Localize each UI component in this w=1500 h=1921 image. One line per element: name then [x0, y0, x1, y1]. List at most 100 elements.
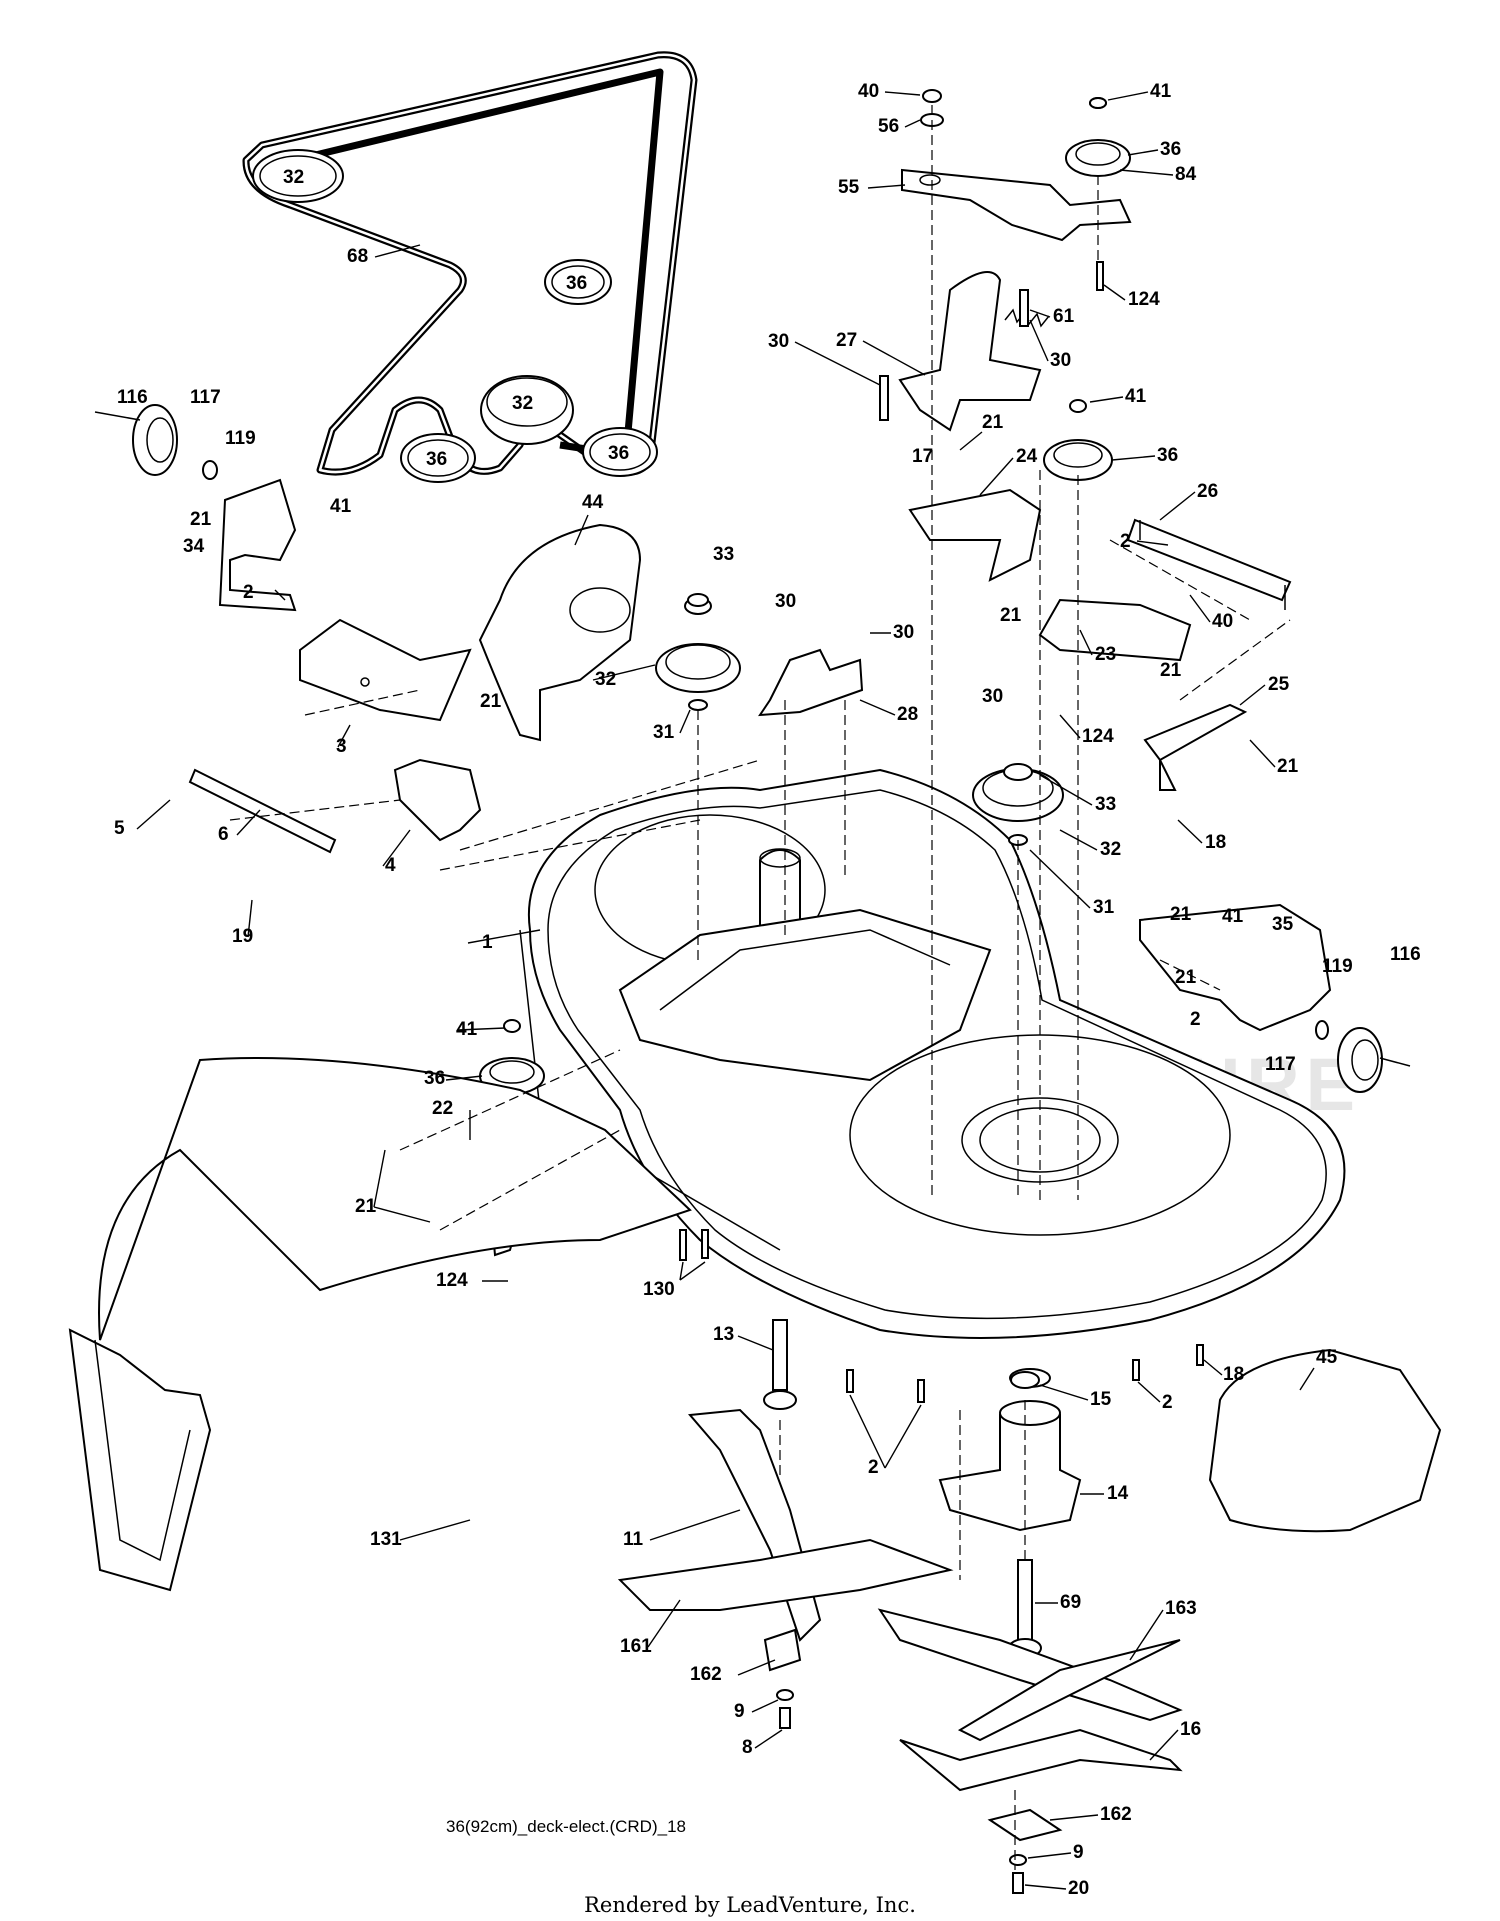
callout-9: 9: [734, 1701, 745, 1722]
belt-pulley-32-top: 32: [252, 149, 344, 203]
callout-15: 15: [1090, 1389, 1112, 1410]
callout-labels: 40 41 56 36 84 55 124 61 30 27 30 41 21 …: [114, 81, 1421, 1899]
callout-16: 16: [1180, 1719, 1201, 1740]
callout-21: 21: [1160, 660, 1182, 681]
callout-11: 11: [623, 1529, 644, 1550]
leader-lines: [136, 91, 1315, 1890]
callout-124: 124: [1128, 289, 1160, 310]
callout-68: 68: [347, 246, 368, 267]
belt-guard-44: [478, 523, 642, 742]
wheel-117-right: [1315, 1020, 1411, 1093]
pulley-36-upper: [1065, 97, 1131, 177]
callout-5: 5: [114, 818, 125, 839]
belt-pulley-label: 32: [283, 167, 304, 188]
callout-41: 41: [1125, 386, 1147, 407]
belt-pulley-label: 36: [608, 443, 629, 464]
callout-163: 163: [1165, 1598, 1197, 1619]
callout-34: 34: [183, 536, 205, 557]
belt-pulley-36-left: 36: [400, 433, 476, 483]
rod-6: [188, 768, 337, 854]
belt-pulley-label: 36: [426, 449, 447, 470]
mower-deck: [519, 768, 1346, 1339]
bolt-30-b: [1019, 289, 1029, 327]
callout-31: 31: [653, 722, 675, 743]
callout-22: 22: [432, 1098, 453, 1119]
blade-161: [617, 1538, 954, 1611]
render-credit: Rendered by LeadVenture, Inc.: [584, 1893, 916, 1917]
callout-18: 18: [1223, 1364, 1244, 1385]
washer-162-right: [987, 1808, 1063, 1842]
spindle-housing-14: [938, 1368, 1082, 1532]
callout-21: 21: [1170, 904, 1192, 925]
callout-61: 61: [1053, 306, 1075, 327]
washer-15: [1010, 1371, 1040, 1389]
bracket-3: [299, 618, 472, 722]
bolt-20: [1012, 1872, 1024, 1894]
arm-25: [1143, 703, 1248, 791]
callout-19: 19: [232, 926, 253, 947]
callout-45: 45: [1316, 1347, 1338, 1368]
callout-36: 36: [424, 1068, 445, 1089]
pulley-36-right: [1043, 399, 1113, 481]
callout-30: 30: [1050, 350, 1071, 371]
callout-31: 31: [1093, 897, 1115, 918]
callout-2: 2: [1190, 1009, 1201, 1030]
callout-116: 116: [117, 387, 148, 408]
bolt-8: [779, 1707, 791, 1729]
callout-2: 2: [243, 582, 254, 603]
callout-30: 30: [768, 331, 789, 352]
callout-40: 40: [1212, 611, 1233, 632]
callout-36: 36: [1157, 445, 1178, 466]
callout-33: 33: [713, 544, 734, 565]
callout-23: 23: [1095, 644, 1116, 665]
callout-2: 2: [1162, 1392, 1173, 1413]
belt-pulley-label: 36: [566, 273, 587, 294]
callout-3: 3: [336, 736, 347, 757]
idler-arm-55: [901, 168, 1132, 242]
callout-21: 21: [190, 509, 212, 530]
bolt-2-b: [917, 1379, 925, 1403]
callout-41: 41: [330, 496, 352, 517]
callout-20: 20: [1068, 1878, 1089, 1899]
blade-16: [899, 1728, 1183, 1792]
callout-124: 124: [1082, 726, 1114, 747]
callout-21: 21: [982, 412, 1004, 433]
callout-35: 35: [1272, 914, 1294, 935]
callout-2: 2: [1120, 531, 1131, 552]
bolt-30-a: [879, 375, 889, 421]
blade-163: [877, 1608, 1183, 1742]
wheel-117-left: [94, 404, 218, 480]
callout-28: 28: [897, 704, 918, 725]
callout-162: 162: [1100, 1804, 1132, 1825]
nut-41-top: [1089, 97, 1107, 109]
callout-55: 55: [838, 177, 860, 198]
callout-130: 130: [643, 1279, 675, 1300]
nut-40: [922, 89, 942, 103]
callout-2: 2: [868, 1457, 879, 1478]
callout-36: 36: [1160, 139, 1181, 160]
callout-21: 21: [1175, 967, 1197, 988]
callout-124: 124: [436, 1270, 468, 1291]
callout-18: 18: [1205, 832, 1226, 853]
callout-119: 119: [1322, 956, 1353, 977]
callout-117: 117: [1265, 1054, 1296, 1075]
drive-belt: [242, 51, 698, 476]
callout-41: 41: [1150, 81, 1172, 102]
callout-41: 41: [1222, 906, 1244, 927]
callout-40: 40: [858, 81, 879, 102]
callout-17: 17: [912, 446, 933, 467]
drawing-code: 36(92cm)_deck-elect.(CRD)_18: [446, 1817, 686, 1836]
nut-33-left: [687, 593, 709, 607]
bracket-34: [218, 478, 297, 612]
callout-56: 56: [878, 116, 899, 137]
discharge-chute-131: [68, 1057, 692, 1592]
callout-161: 161: [620, 1636, 652, 1657]
callout-30: 30: [893, 622, 914, 643]
callout-30: 30: [775, 591, 796, 612]
bolt-130-a: [679, 1229, 687, 1261]
assembly-lines: [229, 105, 1291, 1870]
callout-119: 119: [225, 428, 256, 449]
callout-84: 84: [1175, 164, 1197, 185]
washer-9-right: [1009, 1854, 1027, 1866]
